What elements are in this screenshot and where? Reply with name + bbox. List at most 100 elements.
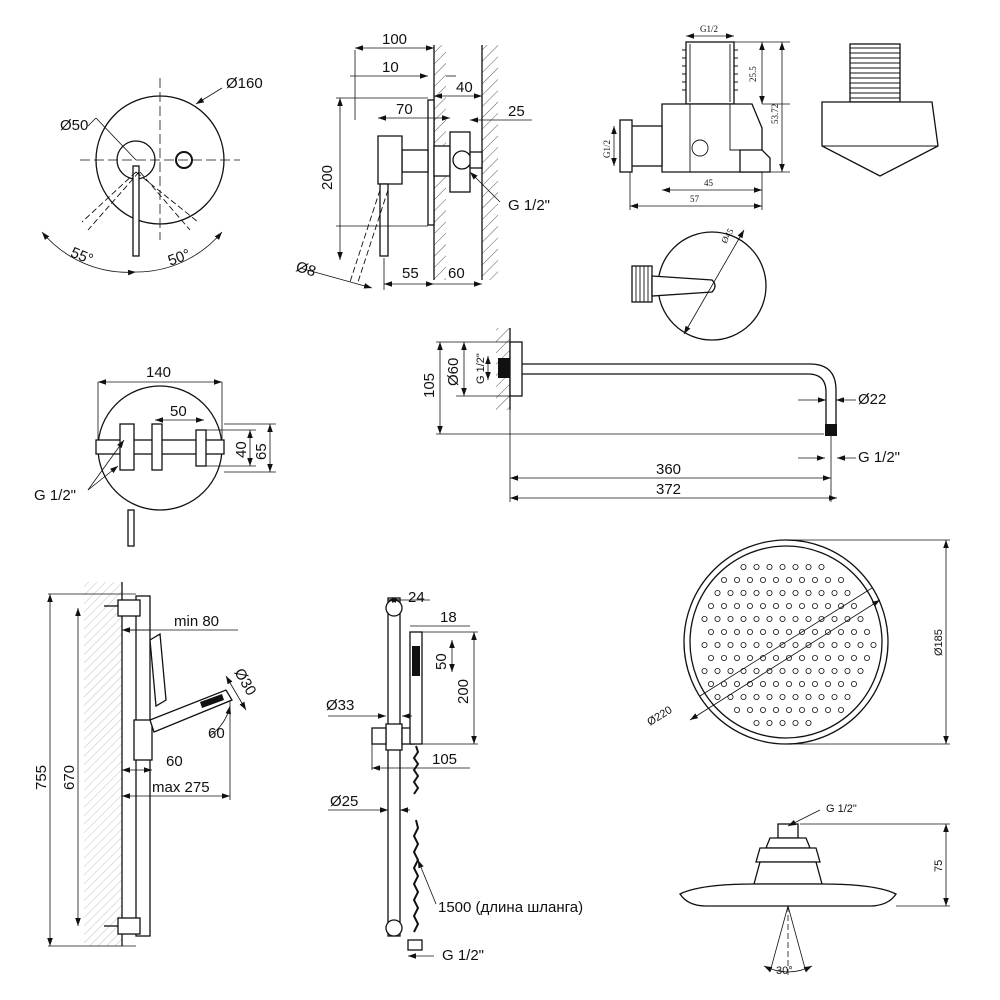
nozzle-dot — [714, 642, 721, 649]
rain-head-side-nut — [765, 837, 811, 849]
nozzle-dot — [740, 668, 747, 675]
diverter-inlet-right — [195, 429, 207, 467]
nozzle-dot — [838, 681, 845, 688]
nozzle-dot — [773, 681, 780, 688]
nozzle-dot — [786, 629, 793, 636]
mixer-side-lever — [379, 183, 389, 257]
nozzle-dot — [805, 564, 812, 571]
nozzle-dot — [786, 603, 793, 610]
shower-arm-end-thread — [825, 424, 837, 436]
rain-head-side-disc — [679, 883, 897, 907]
round-cover-diameter-label: Ø45 — [719, 226, 736, 245]
rain-head-side-ball — [753, 861, 823, 885]
elbow-dim-57-label: 57 — [690, 194, 700, 204]
nozzle-dot — [753, 564, 760, 571]
nozzle-dot — [727, 642, 734, 649]
nozzle-dot — [805, 616, 812, 623]
nozzle-dot — [799, 681, 806, 688]
nozzle-dot — [799, 707, 806, 714]
nozzle-dot — [740, 694, 747, 701]
rail-side-bracket-bottom — [117, 917, 141, 935]
shower-arm-wall-thread — [498, 358, 510, 378]
rail-front-cap-top — [385, 599, 403, 617]
nozzle-dot — [701, 616, 708, 623]
nozzle-dot — [747, 577, 754, 584]
rail-dim-670-label: 670 — [61, 765, 78, 790]
nozzle-dot — [792, 694, 799, 701]
thread-leader — [469, 171, 501, 203]
nozzle-dot — [766, 590, 773, 597]
flange-3d-thread-lines — [850, 47, 900, 99]
elbow-dim-45-label: 45 — [704, 178, 714, 188]
rail-front-dim-d33-label: Ø33 — [326, 697, 354, 714]
nozzle-dot — [734, 629, 741, 636]
elbow-upper-pipe — [685, 41, 735, 105]
rain-head-dim-75-label: 75 — [933, 860, 945, 872]
rail-front-cap-bottom — [385, 919, 403, 937]
rail-front-dim-200-label: 200 — [455, 679, 472, 704]
elbow-spout — [739, 149, 771, 173]
slide-rail-side-view: 755 670 min 80 Ø30 60 60 max 275 — [33, 582, 260, 947]
rail-front-hose-leader — [417, 859, 437, 905]
nozzle-dot — [792, 668, 799, 675]
nozzle-dot — [747, 603, 754, 610]
nozzle-dot — [799, 655, 806, 662]
arm-thread-end-label: G 1/2" — [858, 449, 900, 466]
mixer-side-lever-head — [377, 135, 403, 185]
rail-front-thread-label: G 1/2" — [442, 947, 484, 964]
nozzle-dot — [812, 707, 819, 714]
round-cover-nut — [631, 265, 653, 303]
nozzle-dot — [766, 616, 773, 623]
rain-head-side-view: 30° G 1/2" 75 — [679, 803, 950, 978]
diverter-dim-50-label: 50 — [170, 403, 187, 420]
nozzle-dot — [786, 577, 793, 584]
nozzle-dot — [831, 616, 838, 623]
nozzle-dot — [818, 694, 825, 701]
thread-label: G 1/2" — [508, 197, 550, 214]
plate-diameter-label: Ø160 — [226, 75, 263, 92]
rail-side-bar — [135, 595, 151, 937]
nozzle-dot — [851, 681, 858, 688]
nozzle-dot — [701, 668, 708, 675]
rain-head-side-collar — [755, 847, 821, 863]
diverter-dim-65-label: 65 — [253, 443, 270, 460]
mixer-front-lever-left-dashed2 — [87, 171, 140, 231]
rain-head-thread-label: G 1/2" — [826, 803, 857, 815]
rail-front-hose-label: 1500 (длина шланга) — [438, 899, 583, 916]
nozzle-dot — [766, 564, 773, 571]
nozzle-dot — [838, 577, 845, 584]
rail-side-handset-ghost — [149, 632, 167, 708]
angle-left-label: 55° — [68, 244, 95, 268]
mixer-side-lever-dashed2 — [357, 189, 389, 283]
elbow-side-inlet — [629, 125, 663, 167]
rain-head-spray-left — [769, 905, 789, 973]
rain-head-d220-label: Ø220 — [645, 704, 674, 728]
dim-10-label: 10 — [382, 59, 399, 76]
dim-40-label: 40 — [456, 79, 473, 96]
rail-dim-d30-label: Ø30 — [231, 666, 260, 699]
nozzle-dot — [792, 720, 799, 727]
nozzle-dot — [799, 603, 806, 610]
nozzle-dot — [734, 707, 741, 714]
nozzle-dot — [831, 590, 838, 597]
dim-25-label: 25 — [508, 103, 525, 120]
nozzle-dot — [753, 642, 760, 649]
nozzle-dot — [747, 707, 754, 714]
nozzle-dot — [825, 655, 832, 662]
diverter-inlet-mid — [151, 423, 163, 471]
rain-head-d185-label: Ø185 — [933, 629, 945, 656]
arm-thread-wall-label: G 1/2" — [475, 353, 487, 384]
diverter-thread-leader-2 — [87, 465, 119, 491]
mixer-front-lever — [132, 165, 140, 257]
nozzle-dot — [818, 668, 825, 675]
rail-front-dim-24-text: 24 — [408, 589, 425, 606]
arm-dim-360-label: 360 — [656, 461, 681, 478]
elbow-thread-top-label: G1/2 — [700, 24, 718, 34]
rain-head-d220 — [689, 599, 881, 721]
nozzle-dot — [805, 720, 812, 727]
nozzle-dot — [805, 694, 812, 701]
rail-front-hose-upper — [412, 745, 420, 795]
nozzle-dot — [870, 642, 877, 649]
arm-dim-d22-label: Ø22 — [858, 391, 886, 408]
rail-dim-angle-label: 60 — [208, 725, 225, 742]
